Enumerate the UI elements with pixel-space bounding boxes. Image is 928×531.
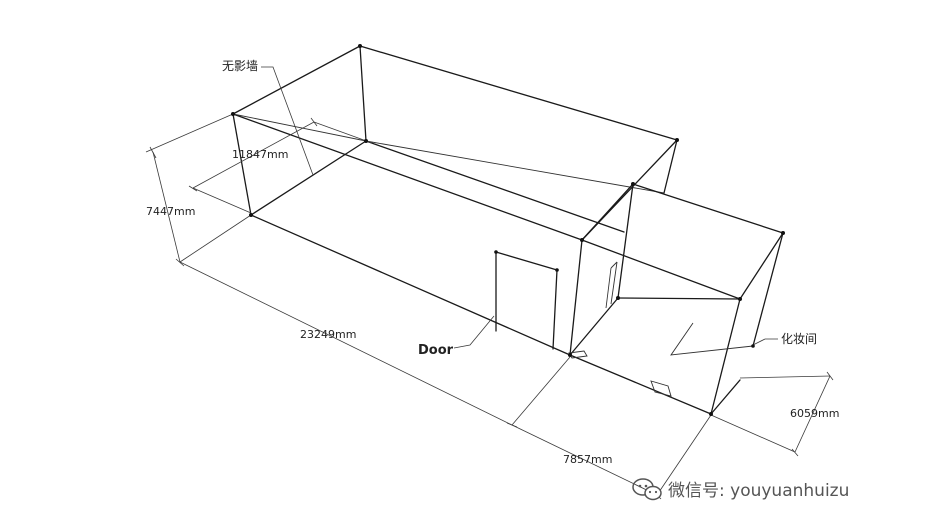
label-height: 7447mm (146, 205, 195, 218)
main-room (232, 45, 678, 356)
label-length: 23249mm (300, 328, 356, 341)
makeup-room (568, 183, 784, 415)
door (495, 251, 558, 350)
label-door: Door (418, 343, 454, 358)
watermark-text: 微信号: youyuanhuizu (668, 481, 849, 501)
label-small-width: 7857mm (563, 453, 612, 466)
vertices (231, 44, 785, 416)
label-small-depth: 6059mm (790, 407, 839, 420)
label-shadowless-wall: 无影墙 (222, 59, 258, 73)
label-depth: 11847mm (232, 148, 288, 161)
label-makeup-room: 化妆间 (781, 332, 817, 346)
wechat-icon (632, 478, 662, 501)
dimension-lines (145, 66, 834, 500)
watermark: 微信号: youyuanhuizu (632, 478, 849, 501)
